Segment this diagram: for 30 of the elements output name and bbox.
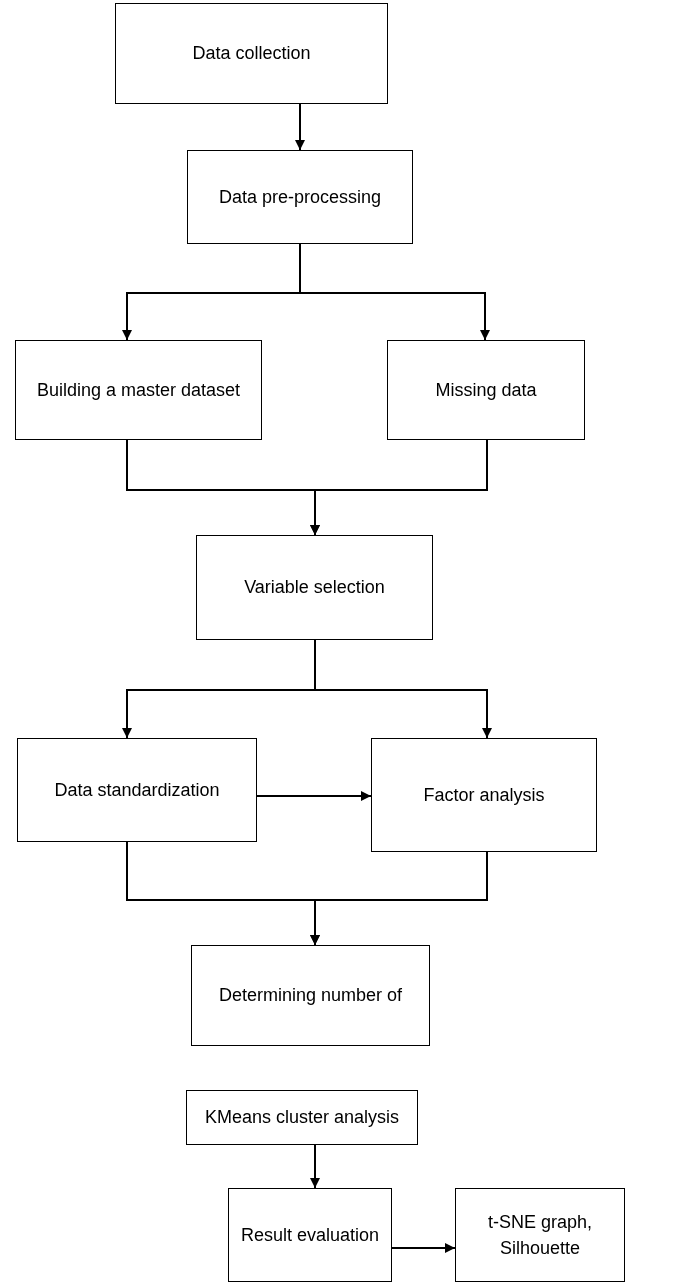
box-label: Building a master dataset — [36, 378, 241, 402]
box-label: Determining number of — [218, 984, 403, 1008]
arrow — [256, 791, 372, 801]
arrow — [314, 639, 492, 739]
box-label: t-SNE graph, Silhouette — [486, 1210, 593, 1260]
arrow — [310, 439, 488, 536]
process-box — [187, 150, 413, 244]
process-box — [455, 1188, 625, 1282]
process-box — [15, 340, 262, 440]
box-label: Factor analysis — [423, 783, 545, 807]
box-label: Data standardization — [54, 778, 220, 802]
process-box — [186, 1090, 418, 1145]
process-box — [17, 738, 257, 842]
box-label: Data collection — [192, 42, 311, 66]
arrow — [310, 851, 488, 946]
process-box — [196, 535, 433, 640]
process-box — [387, 340, 585, 440]
box-label: Data pre-processing — [218, 185, 382, 209]
box-label: Variable selection — [244, 576, 385, 600]
arrow — [299, 243, 490, 341]
box-label: KMeans cluster analysis — [204, 1106, 400, 1130]
arrow — [391, 1243, 456, 1253]
arrow — [295, 103, 305, 151]
arrow — [310, 1144, 320, 1189]
process-box — [191, 945, 430, 1046]
box-label: Result evaluation — [240, 1223, 380, 1247]
process-box — [371, 738, 597, 852]
process-box — [115, 3, 388, 104]
box-label: Missing data — [435, 378, 537, 402]
process-box — [228, 1188, 392, 1282]
